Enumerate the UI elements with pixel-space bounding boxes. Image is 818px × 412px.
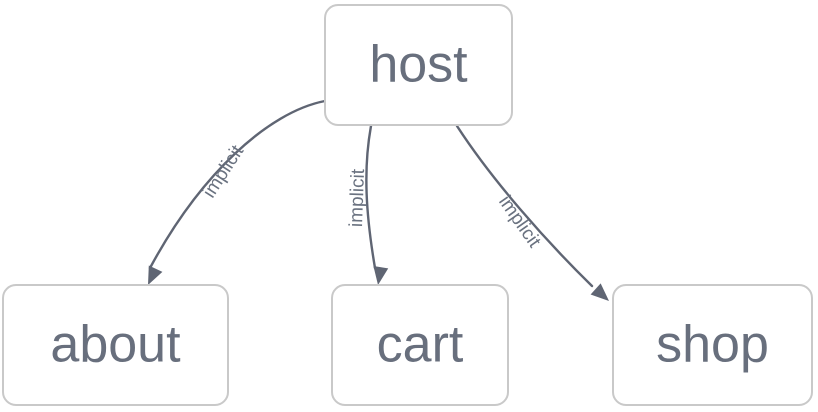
edge-label: implicit — [346, 168, 369, 227]
edge-host-to-cart[interactable] — [365, 124, 389, 286]
nodes-layer: host about cart shop — [2, 4, 813, 406]
edge-host-to-about[interactable] — [141, 99, 327, 288]
edge-labels-layer: implicit implicit implicit — [199, 141, 545, 252]
node-box — [331, 284, 509, 406]
node-box — [2, 284, 229, 406]
arrowhead-icon — [373, 266, 389, 285]
node-label: cart — [377, 316, 464, 374]
arrowhead-icon — [148, 265, 163, 285]
edge-line — [365, 124, 377, 270]
node-about[interactable]: about — [2, 284, 229, 406]
node-label: about — [50, 316, 181, 374]
edge-line — [455, 124, 594, 288]
node-label: shop — [656, 316, 769, 374]
node-cart[interactable]: cart — [331, 284, 509, 406]
node-host[interactable]: host — [324, 4, 513, 126]
edge-line — [148, 99, 327, 270]
edges-layer — [141, 99, 614, 307]
node-box — [324, 4, 513, 126]
node-shop[interactable]: shop — [612, 284, 813, 406]
edge-label: implicit — [199, 141, 249, 202]
edge-label: implicit — [494, 192, 545, 252]
arrowhead-icon — [590, 283, 609, 301]
node-label: host — [369, 36, 468, 94]
node-box — [612, 284, 813, 406]
edge-host-to-shop[interactable] — [455, 124, 614, 307]
